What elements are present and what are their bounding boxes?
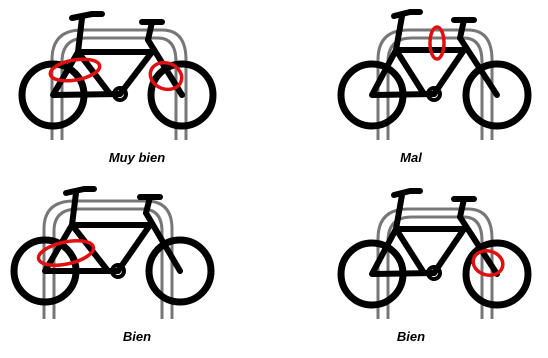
lock-circles [428,25,446,61]
caption-label: Bien [396,329,426,344]
lock-circles [471,249,505,277]
bicycle-illustration [337,9,532,140]
panel-mal: Mal [274,0,548,179]
bike-rack [376,207,494,319]
panel-muy-bien: Muy bien [0,0,274,179]
bicycle [10,186,215,306]
caption-label: Bien [122,329,152,344]
bicycle-illustration [10,186,215,319]
bike-rack [42,199,174,319]
lock-circles [36,239,96,267]
bicycle [337,9,532,130]
caption-label: Mal [400,150,422,165]
bicycle-illustration [18,11,217,140]
bicycle [337,188,532,309]
bicycle [18,11,217,130]
bike-rack [50,28,188,140]
bicycle-illustration [337,188,532,319]
bike-rack [376,28,494,140]
panel-bien-1: Bien [0,179,274,358]
caption-label: Muy bien [108,150,166,165]
panel-bien-2: Bien [274,179,548,358]
lock-circles [48,57,184,92]
